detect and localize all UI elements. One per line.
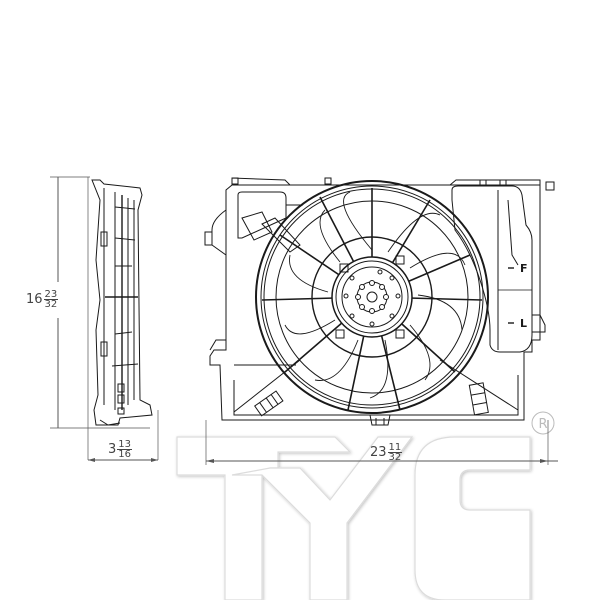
registered-mark xyxy=(531,411,555,435)
height-denominator: 32 xyxy=(44,299,58,310)
height-whole: 16 xyxy=(26,292,43,307)
width-denominator: 32 xyxy=(388,452,402,463)
depth-denominator: 16 xyxy=(118,449,132,460)
front-view xyxy=(204,177,555,426)
height-numerator: 23 xyxy=(43,289,59,300)
width-dimension xyxy=(205,420,558,465)
width-whole: 23 xyxy=(370,445,387,460)
reservoir-low-mark: L xyxy=(520,317,527,330)
width-numerator: 11 xyxy=(387,442,403,453)
side-view xyxy=(50,176,159,462)
reservoir-full-mark: F xyxy=(520,262,528,275)
registered-letter: R xyxy=(538,417,547,432)
depth-whole: 3 xyxy=(108,442,117,457)
tyc-watermark xyxy=(176,436,531,601)
depth-numerator: 13 xyxy=(117,439,133,450)
